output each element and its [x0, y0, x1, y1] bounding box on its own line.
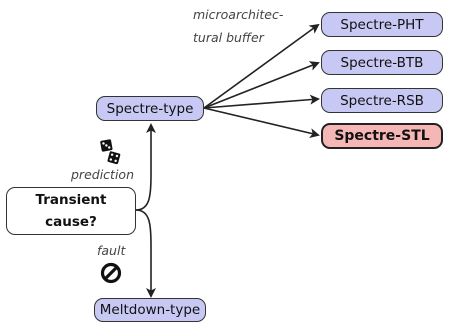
- edge-label-buffer-line1: microarchitec-: [193, 7, 284, 22]
- node-spectre-pht: Spectre-PHT: [321, 12, 443, 37]
- dice-icon: [100, 139, 121, 165]
- edge-label-prediction: prediction: [71, 167, 134, 182]
- node-spectre-rsb: Spectre-RSB: [321, 88, 443, 113]
- edge-label-fault: fault: [97, 243, 126, 258]
- node-transient-cause-line1: Transient: [35, 192, 107, 208]
- node-spectre-type: Spectre-type: [96, 96, 204, 121]
- edge-root-to-meltdown: [135, 209, 156, 298]
- node-spectre-btb: Spectre-BTB: [321, 50, 443, 75]
- node-transient-cause: Transient cause?: [6, 187, 136, 235]
- edge-label-buffer-line2: tural buffer: [193, 30, 264, 45]
- node-spectre-stl: Spectre-STL: [321, 123, 443, 149]
- edge-spectre-to-pht: [203, 23, 320, 109]
- node-meltdown-type: Meltdown-type: [94, 298, 206, 322]
- edge-root-to-spectre: [135, 123, 156, 211]
- edge-spectre-to-stl: [203, 107, 320, 139]
- edges-group: [135, 23, 320, 298]
- edge-spectre-to-rsb: [203, 94, 320, 109]
- edge-spectre-to-btb: [203, 61, 320, 109]
- prohibited-icon: [100, 262, 122, 284]
- node-transient-cause-line2: cause?: [45, 214, 97, 230]
